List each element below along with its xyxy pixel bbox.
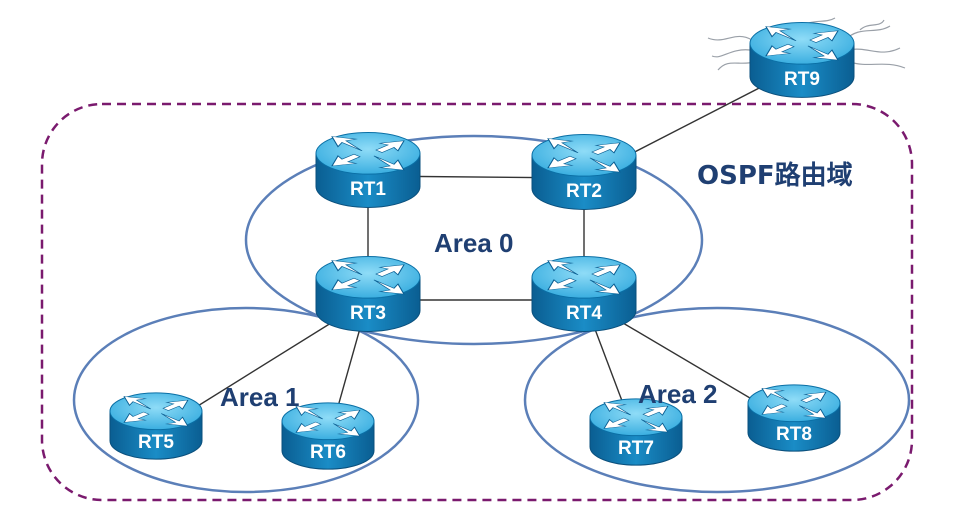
router-top xyxy=(315,132,421,175)
area2-label: Area 2 xyxy=(638,379,718,409)
router-arrows-icon xyxy=(547,260,621,295)
router-top xyxy=(109,392,203,431)
router-top xyxy=(315,256,421,299)
router-rt5[interactable]: RT5 xyxy=(109,392,203,460)
router-label-rt9: RT9 xyxy=(784,69,820,90)
router-arrows-icon xyxy=(547,138,621,173)
router-top xyxy=(749,22,855,65)
router-label-rt5: RT5 xyxy=(138,432,174,453)
router-top xyxy=(531,256,637,299)
router-label-rt8: RT8 xyxy=(776,424,812,445)
router-rt8[interactable]: RT8 xyxy=(747,384,841,452)
router-rt3[interactable]: RT3 xyxy=(315,256,421,332)
router-arrows-icon xyxy=(761,388,827,419)
router-rt9[interactable]: RT9 xyxy=(749,22,855,98)
area0-label: Area 0 xyxy=(434,228,514,258)
area1-boundary xyxy=(72,306,420,494)
router-label-rt2: RT2 xyxy=(566,181,602,202)
ospf-domain-boundary xyxy=(40,102,914,502)
router-arrows-icon xyxy=(123,396,189,427)
router-label-rt7: RT7 xyxy=(618,438,654,459)
router-label-rt3: RT3 xyxy=(350,303,386,324)
router-rt2[interactable]: RT2 xyxy=(531,134,637,210)
router-arrows-icon xyxy=(295,406,361,437)
router-rt7[interactable]: RT7 xyxy=(589,398,683,466)
ospf-domain-label: OSPF路由域 xyxy=(697,160,853,191)
router-rt6[interactable]: RT6 xyxy=(281,402,375,470)
area1-label: Area 1 xyxy=(220,382,300,412)
router-arrows-icon xyxy=(603,402,669,433)
router-rt4[interactable]: RT4 xyxy=(531,256,637,332)
router-arrows-icon xyxy=(765,26,839,61)
area0-boundary xyxy=(244,134,704,346)
router-top xyxy=(747,384,841,423)
router-label-rt6: RT6 xyxy=(310,442,346,463)
area2-boundary xyxy=(523,306,911,494)
router-label-rt1: RT1 xyxy=(350,179,386,200)
router-label-rt4: RT4 xyxy=(566,303,602,324)
router-rt1[interactable]: RT1 xyxy=(315,132,421,208)
router-arrows-icon xyxy=(331,136,405,171)
router-top xyxy=(531,134,637,177)
router-arrows-icon xyxy=(331,260,405,295)
